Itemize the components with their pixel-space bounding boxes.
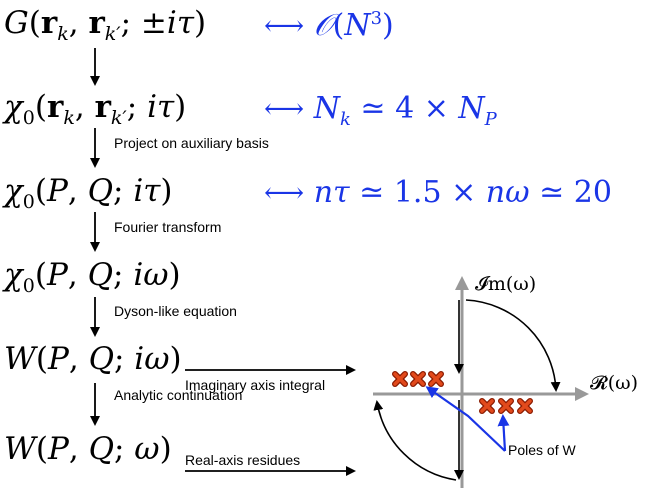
transition-label-fourier: Fourier transform [114, 219, 222, 235]
pole-lower-right [479, 398, 495, 414]
transition-label-dyson: Dyson-like equation [114, 303, 237, 319]
pole-lower-right [517, 398, 533, 414]
equation-green-function: G(rk, rk′; ±iτ) [4, 5, 207, 46]
equation-w-imag: W(P, Q; iω) [4, 341, 182, 377]
pole-upper-left [428, 371, 444, 387]
imaginary-axis-integral-label: Imaginary axis integral [185, 377, 326, 393]
contour-arc-lower-left [373, 400, 457, 481]
real-axis-label: 𝓡(ω) [590, 372, 639, 394]
real-axis-residues-label: Real-axis residues [185, 452, 301, 468]
equation-chi0-aux-omega: χ0(P, Q; iω) [4, 257, 181, 298]
pole-upper-left [410, 371, 426, 387]
contour-arc-upper-right [465, 299, 561, 392]
equation-chi0-aux-tau: χ0(P, Q; iτ) [4, 173, 173, 214]
cost-grid-count: ⟷ nτ ≃ 1.5 × nω ≃ 20 [264, 175, 612, 210]
pole-lower-right [498, 398, 514, 414]
poles-pointer-lower [497, 414, 510, 452]
poles-pointer-upper [425, 386, 506, 452]
cost-grid-points: ⟷ Nk ≃ 4 × NP [264, 91, 497, 130]
transition-label-analytic: Analytic continuation [114, 387, 243, 403]
cost-cubic-scaling: ⟷ 𝒪(N3) [264, 8, 394, 43]
transition-label-project: Project on auxiliary basis [114, 135, 269, 151]
poles-group [392, 371, 533, 414]
pole-upper-left [392, 371, 408, 387]
equation-chi0-real-space: χ0(rk, rk′; iτ) [4, 89, 187, 130]
poles-label: Poles of W [508, 442, 576, 458]
equation-w-real: W(P, Q; ω) [4, 431, 172, 467]
imag-axis-label: 𝓘m(ω) [475, 273, 537, 295]
